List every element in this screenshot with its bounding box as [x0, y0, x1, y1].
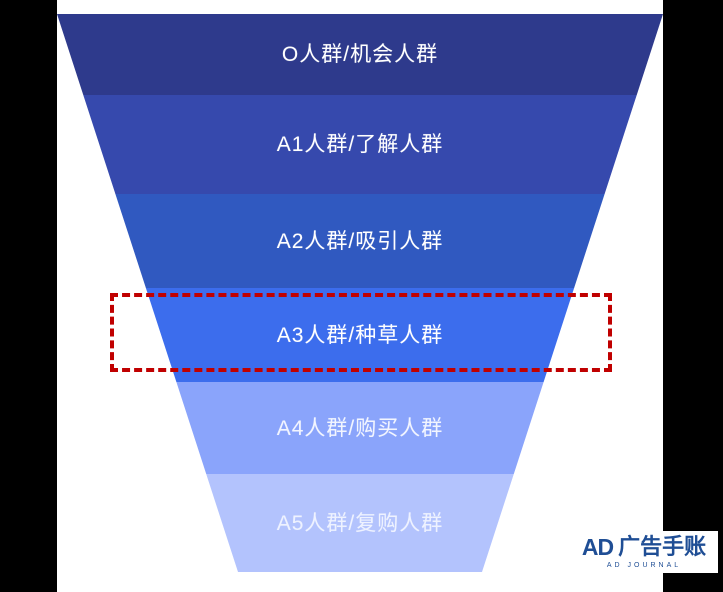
funnel-stage-a4[interactable]: A4人群/购买人群 [57, 382, 663, 474]
funnel-stage-a3[interactable]: A3人群/种草人群 [57, 288, 663, 382]
funnel-stage-label-a4: A4人群/购买人群 [276, 416, 444, 440]
funnel-stage-o[interactable]: O人群/机会人群 [57, 14, 663, 95]
ad-monogram-icon: AD [581, 533, 614, 560]
funnel-stage-a2[interactable]: A2人群/吸引人群 [57, 194, 663, 288]
funnel-stage-a1[interactable]: A1人群/了解人群 [57, 95, 663, 194]
ad-journal-watermark: AD 广告手账 AD JOURNAL [570, 531, 718, 573]
funnel-stage-label-o: O人群/机会人群 [281, 43, 439, 66]
funnel-stage-label-a1: A1人群/了解人群 [276, 133, 444, 156]
watermark-brand-en: AD JOURNAL [606, 561, 682, 569]
funnel-stage-label-a3: A3人群/种草人群 [276, 323, 444, 347]
watermark-brand-cn: 广告手账 [618, 534, 707, 559]
funnel-stage-label-a2: A2人群/吸引人群 [276, 229, 444, 253]
funnel-stage-label-a5: A5人群/复购人群 [276, 511, 444, 535]
diagram-canvas: O人群/机会人群 A1人群/了解人群 A2人群/吸引人群 A3人群/种草人群 A… [57, 0, 663, 592]
watermark-logotype: AD 广告手账 [581, 533, 707, 560]
audience-funnel-chart: O人群/机会人群 A1人群/了解人群 A2人群/吸引人群 A3人群/种草人群 A… [57, 14, 663, 572]
